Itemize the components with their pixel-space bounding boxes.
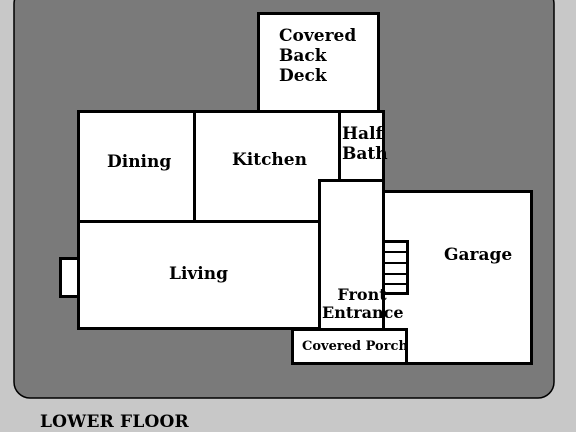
stairs [382,240,409,295]
room-dining [77,110,196,223]
room-covered-porch [291,328,408,365]
room-covered-back-deck [257,12,380,113]
stair-step [384,283,407,285]
label-covered-back-deck: Covered Back Deck [279,26,357,86]
label-front-entrance: Front Entrance [322,285,404,322]
room-kitchen [193,110,341,223]
label-covered-porch: Covered Porch [302,339,408,354]
label-garage: Garage [444,245,513,265]
living-bay [59,257,80,298]
stair-step [384,262,407,264]
label-dining: Dining [107,152,172,172]
label-half-bath: Half Bath [342,124,388,164]
floor-title: LOWER FLOOR [40,412,189,432]
stair-step [384,273,407,275]
stair-step [384,251,407,253]
label-living: Living [169,264,228,284]
label-kitchen: Kitchen [232,150,307,170]
